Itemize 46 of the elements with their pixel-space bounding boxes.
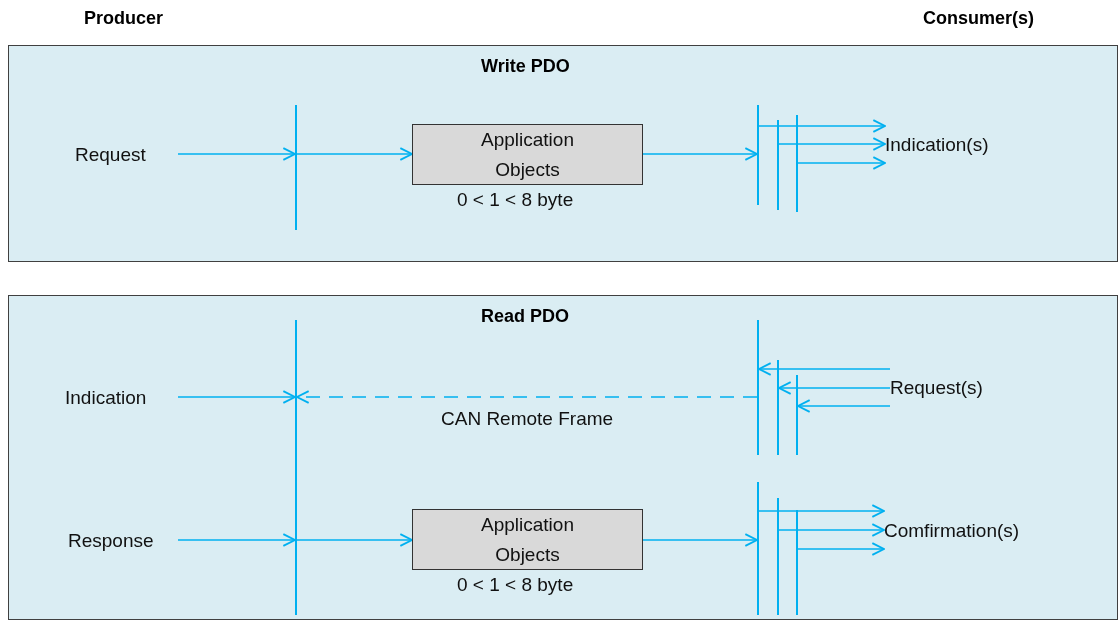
bus-line bbox=[796, 375, 798, 455]
panel-title: Read PDO bbox=[481, 306, 570, 327]
section-panel bbox=[8, 45, 1118, 262]
arrow bbox=[778, 137, 886, 151]
bus-line bbox=[777, 360, 779, 455]
size-label: 0 < 1 < 8 byte bbox=[457, 189, 574, 211]
arrow bbox=[778, 381, 891, 395]
bus-line bbox=[295, 105, 297, 230]
size-label: 0 < 1 < 8 byte bbox=[457, 574, 574, 596]
endpoint-label: Request(s) bbox=[890, 362, 1010, 414]
bus-line bbox=[777, 120, 779, 210]
bus-line bbox=[796, 115, 798, 212]
endpoint-label: Request bbox=[75, 142, 178, 168]
dashed-arrow bbox=[296, 390, 758, 404]
arrow bbox=[797, 542, 885, 556]
arrow bbox=[177, 147, 296, 161]
endpoint-label: Response bbox=[68, 528, 178, 554]
arrow bbox=[296, 147, 413, 161]
role-label: Producer bbox=[84, 8, 164, 29]
arrow bbox=[296, 533, 413, 547]
endpoint-label: Comfirmation(s) bbox=[884, 508, 1059, 554]
bus-line bbox=[295, 320, 297, 615]
arrow bbox=[642, 147, 758, 161]
box-label: Application Objects bbox=[480, 127, 575, 182]
bus-line bbox=[796, 510, 798, 615]
arrow bbox=[758, 362, 891, 376]
process-box bbox=[412, 124, 643, 185]
arrow bbox=[797, 399, 891, 413]
arrow bbox=[797, 156, 886, 170]
role-label: Consumer(s) bbox=[923, 8, 1034, 29]
bus-line bbox=[757, 320, 759, 455]
endpoint-label: Indication bbox=[65, 385, 178, 411]
arrow bbox=[177, 533, 296, 547]
bus-line bbox=[757, 105, 759, 205]
arrow bbox=[758, 504, 885, 518]
endpoint-label: Indication(s) bbox=[885, 122, 1025, 168]
bus-line bbox=[777, 498, 779, 615]
bus-line bbox=[757, 482, 759, 615]
process-box bbox=[412, 509, 643, 570]
box-label: Application Objects bbox=[480, 512, 575, 567]
arrow bbox=[778, 523, 885, 537]
arrow bbox=[758, 119, 886, 133]
panel-title: Write PDO bbox=[481, 56, 570, 77]
arrow bbox=[642, 533, 758, 547]
section-panel bbox=[8, 295, 1118, 620]
arrow bbox=[177, 390, 296, 404]
